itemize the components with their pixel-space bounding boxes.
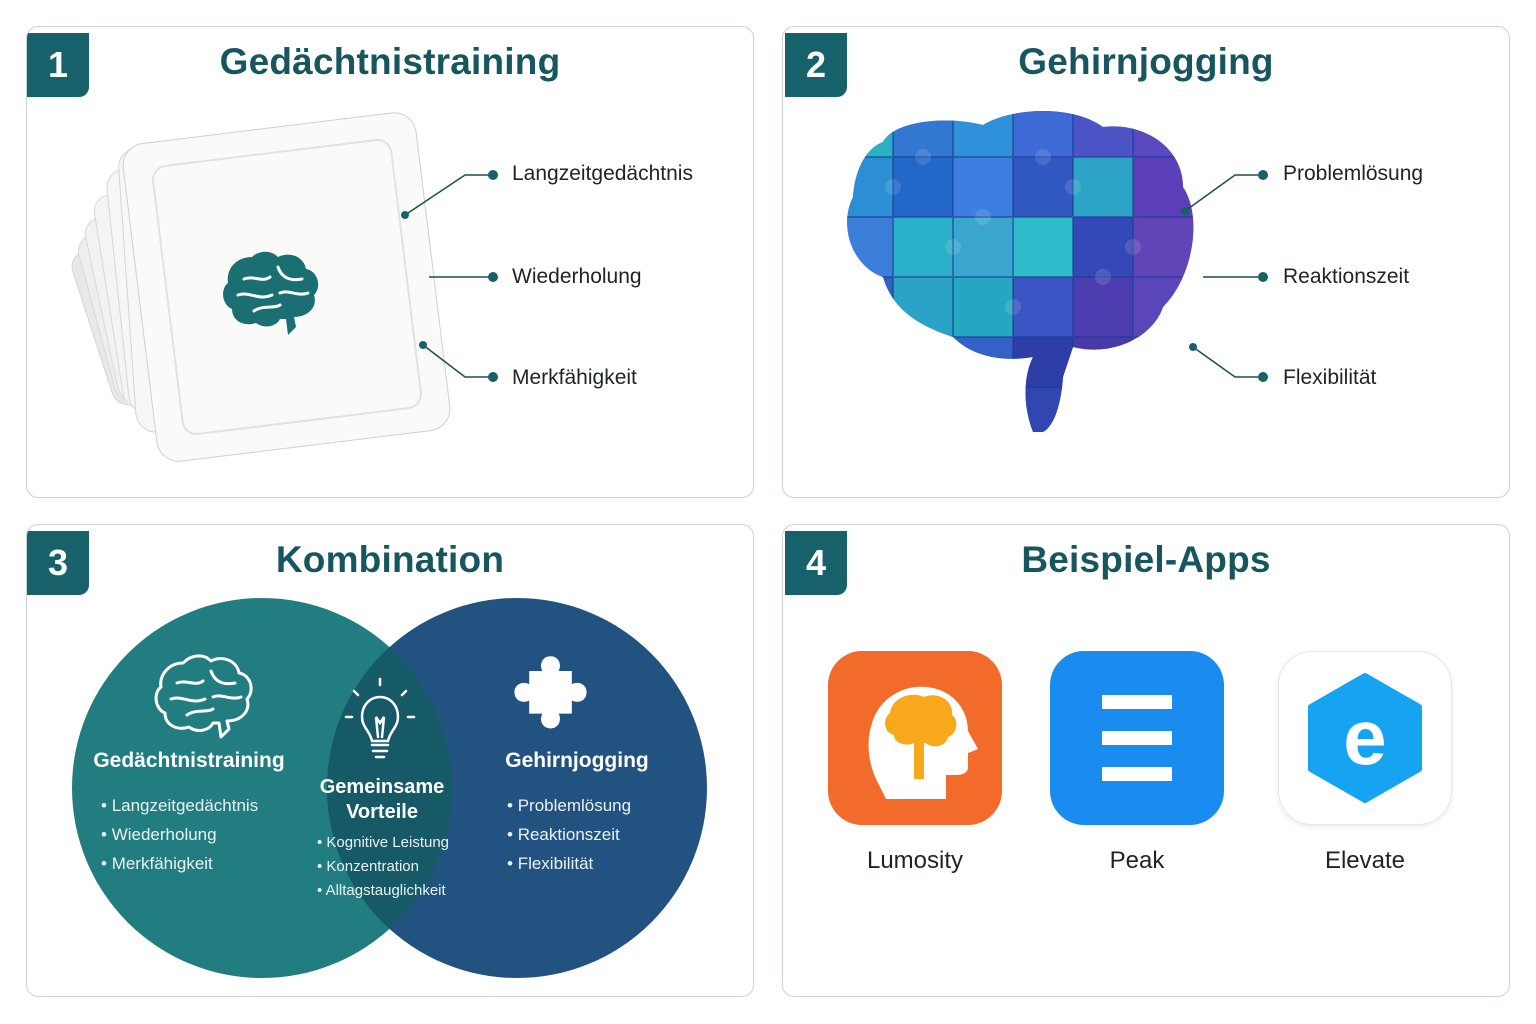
callout-label: Langzeitgedächtnis [512,162,693,185]
panel-number-badge: 2 [785,33,847,97]
list-item: Merkfähigkeit [101,849,289,878]
list-item: Kognitive Leistung [317,831,467,855]
venn-middle-heading: Gemeinsame Vorteile [297,775,467,825]
card-stack-illustration [71,112,498,462]
list-item: Konzentration [317,855,467,879]
lightbulb-icon [344,677,416,759]
app-peak[interactable]: Peak [1049,651,1225,875]
venn-right-heading: Gehirnjogging [505,749,649,772]
puzzle-brain-illustration [847,111,1268,432]
venn-left-content: Gedächtnistraining Langzeitgedächtnis Wi… [89,749,289,878]
panel-beispiel-apps: 4 Beispiel-Apps Lumosity Peak e [782,524,1510,997]
app-name: Elevate [1324,847,1406,874]
panel-number-badge: 3 [27,531,89,595]
app-name: Lumosity [866,847,964,874]
panel-gedaechtnistraining: 1 Gedächtnistraining [26,26,754,498]
panel-kombination: 3 Kombination Gedächtnistraining Langzei [26,524,754,997]
panel-title: Gedächtnistraining [219,41,561,82]
elevate-glyph: e [1343,693,1386,781]
panel-gehirnjogging: 2 Gehirnjogging [782,26,1510,498]
head-brain-icon [828,651,1002,825]
list-item: Problemlösung [507,791,657,820]
list-item: Reaktionszeit [507,820,657,849]
venn-middle-heading-line: Vorteile [346,801,418,823]
callout-label: Reaktionszeit [1283,265,1410,288]
panel-number-badge: 1 [27,33,89,97]
list-item: Alltagstauglichkeit [317,879,467,903]
three-bars-icon [1050,651,1224,825]
puzzle-piece-icon [514,656,587,729]
venn-left-heading: Gedächtnistraining [93,749,285,772]
venn-middle-content: Gemeinsame Vorteile Kognitive Leistung K… [297,775,467,903]
brain-outline-icon [154,654,253,739]
panel-title: Gehirnjogging [1018,41,1274,82]
brain-icon [223,251,319,335]
app-elevate[interactable]: e Elevate [1277,651,1453,875]
puzzle-brain-icon [847,111,1194,432]
callout-label: Problemlösung [1283,162,1424,185]
callout-label: Merkfähigkeit [512,366,637,389]
panel-number-badge: 4 [785,531,847,595]
list-item: Wiederholung [101,820,289,849]
list-item: Langzeitgedächtnis [101,791,289,820]
callout-label: Flexibilität [1283,366,1377,389]
venn-right-content: Gehirnjogging Problemlösung Reaktionszei… [497,749,657,878]
panel-title: Beispiel-Apps [1021,539,1271,580]
hexagon-e-icon: e [1278,651,1452,825]
app-name: Peak [1109,847,1165,874]
venn-middle-heading-line: Gemeinsame [319,776,445,798]
list-item: Flexibilität [507,849,657,878]
panel-title: Kombination [275,539,505,580]
callout-label: Wiederholung [512,265,642,288]
app-lumosity[interactable]: Lumosity [827,651,1003,875]
